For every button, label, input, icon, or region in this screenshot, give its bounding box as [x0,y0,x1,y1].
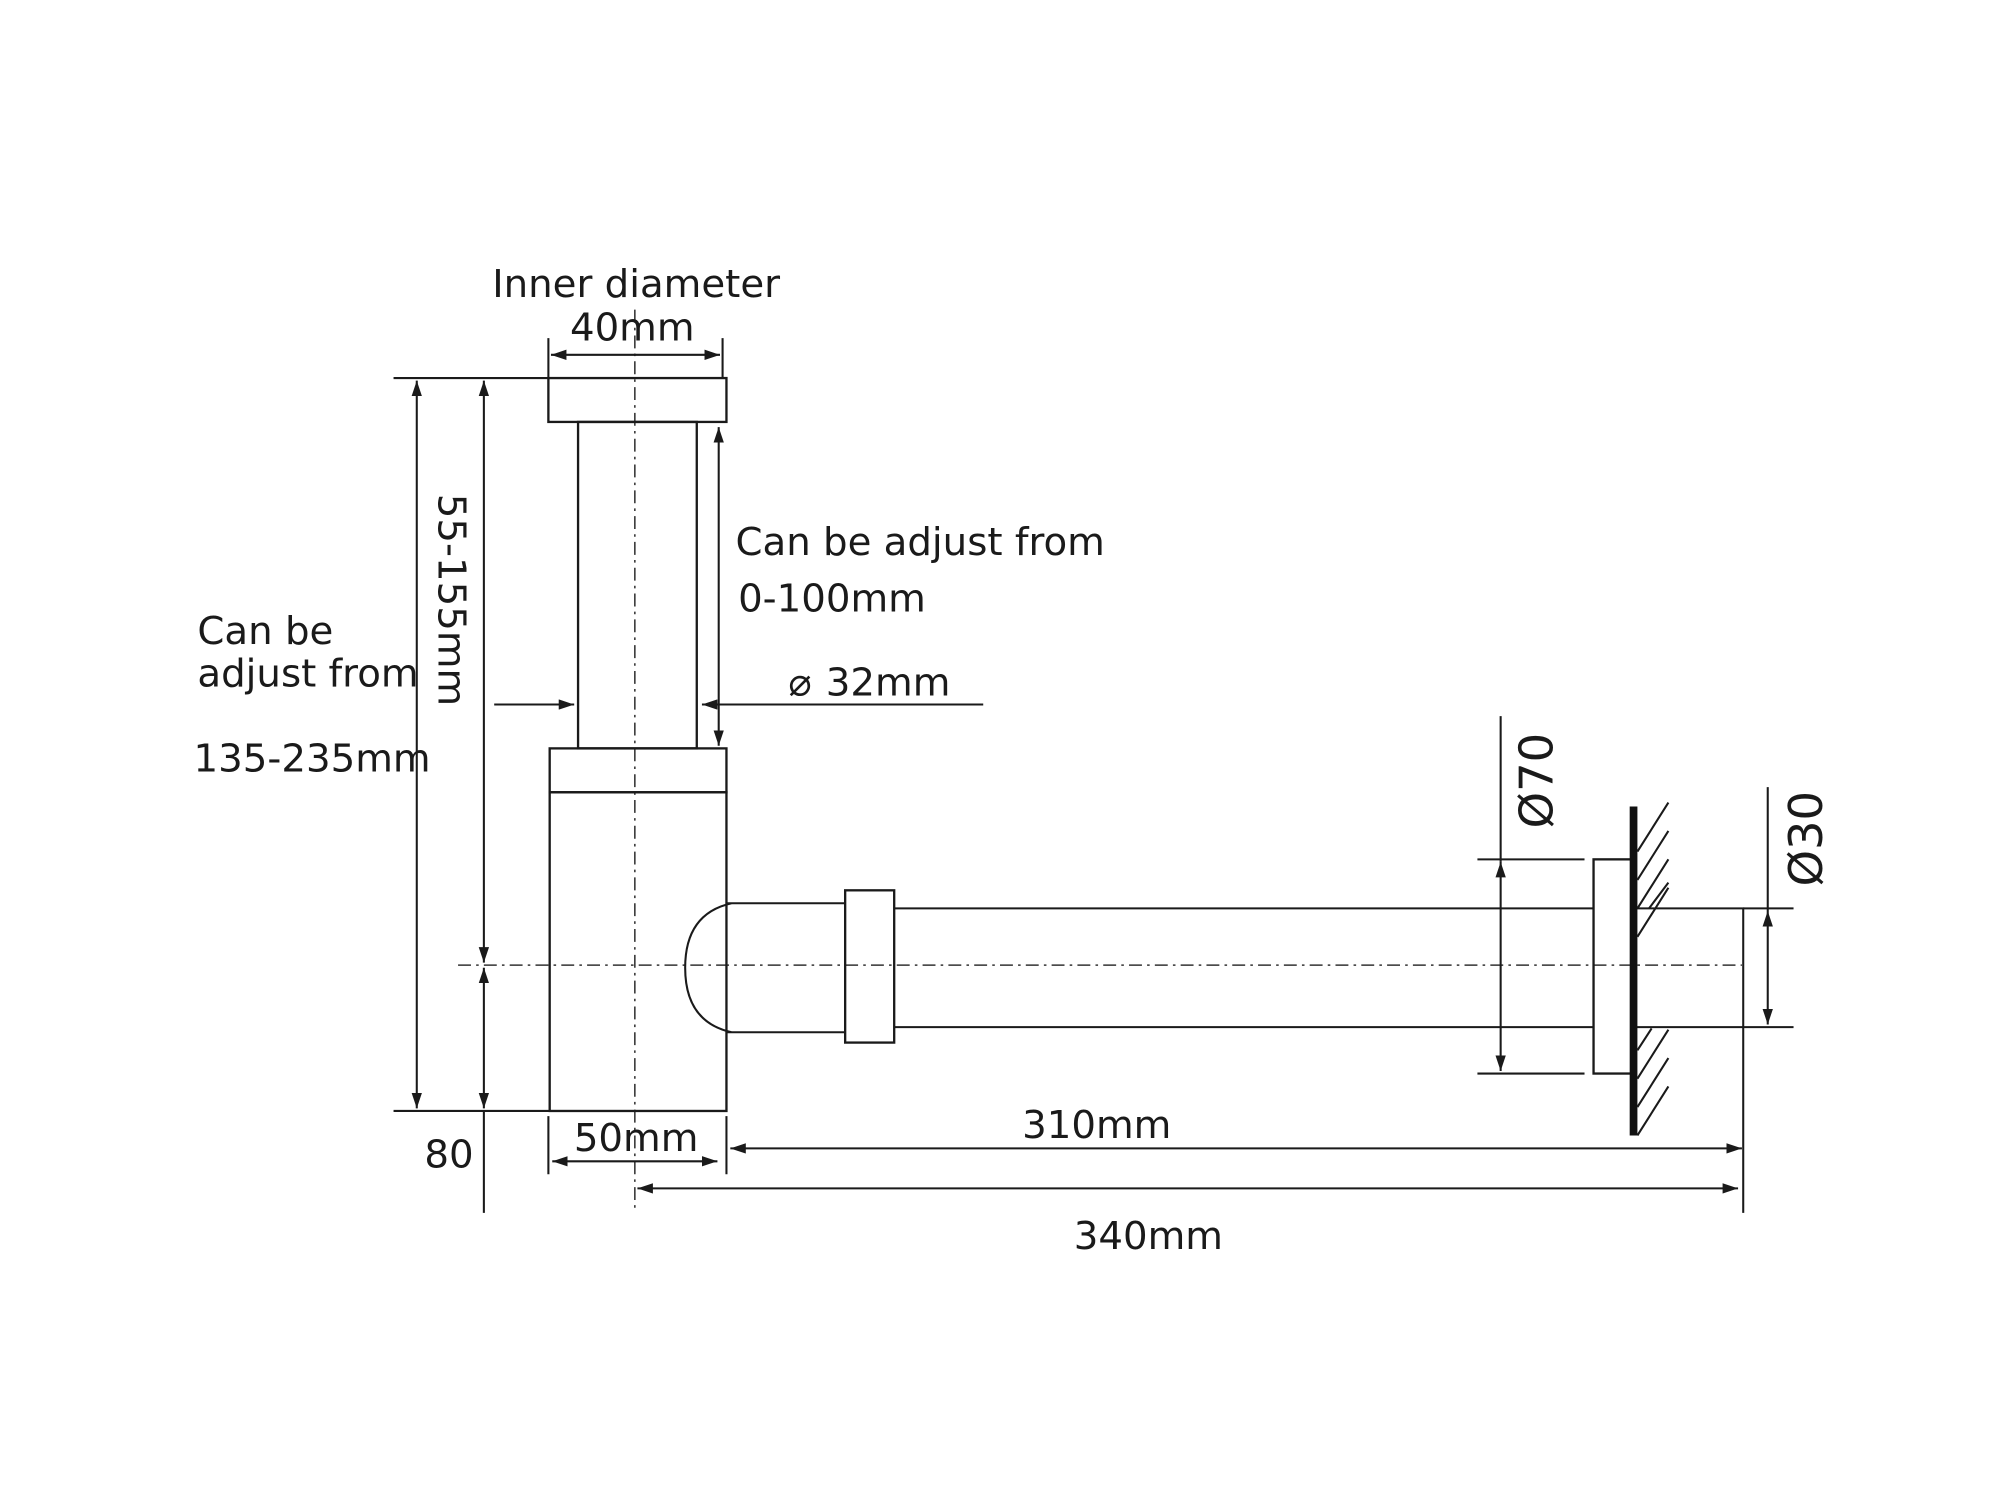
wall-to-body-label: 310mm [1022,1103,1171,1148]
upper-tube [576,420,698,750]
upper-adjust-line2: 0-100mm [738,577,926,622]
tube-diameter-value: 32mm [826,660,951,705]
outlet-diameter-label: Ø30 [1779,791,1833,887]
upper-adjust-line1: Can be adjust from [735,520,1104,565]
inner-diameter-value: 40mm [570,306,695,351]
tube-diameter-symbol: ⌀ [788,660,811,705]
outlet-pipe [894,907,1594,1029]
dim-extension-top-bottom [393,377,550,1213]
total-height-line1: Can be [197,609,333,654]
flange-diameter-label: Ø70 [1509,733,1563,829]
dim-extension-40 [547,338,724,379]
top-cap [547,376,728,424]
bottle-body [548,791,728,1113]
coupling-nut [844,889,896,1044]
total-height-range: 135-235mm [194,737,431,782]
dim-extension-70 [1477,858,1585,1075]
total-height-line2: adjust from [197,651,418,696]
bottom-offset-label: 80 [424,1133,473,1178]
wall-hatching [1636,802,1670,1137]
height-to-centre-label: 55-155mm [429,494,474,706]
body-width-label: 50mm [574,1116,699,1161]
wall-flange [1592,858,1634,1075]
dim-extension-50 [547,1116,728,1175]
middle-collar [548,747,728,794]
inner-diameter-label: Inner diameter [492,262,780,307]
total-length-label: 340mm [1074,1214,1223,1259]
elbow-dome [684,902,846,1034]
